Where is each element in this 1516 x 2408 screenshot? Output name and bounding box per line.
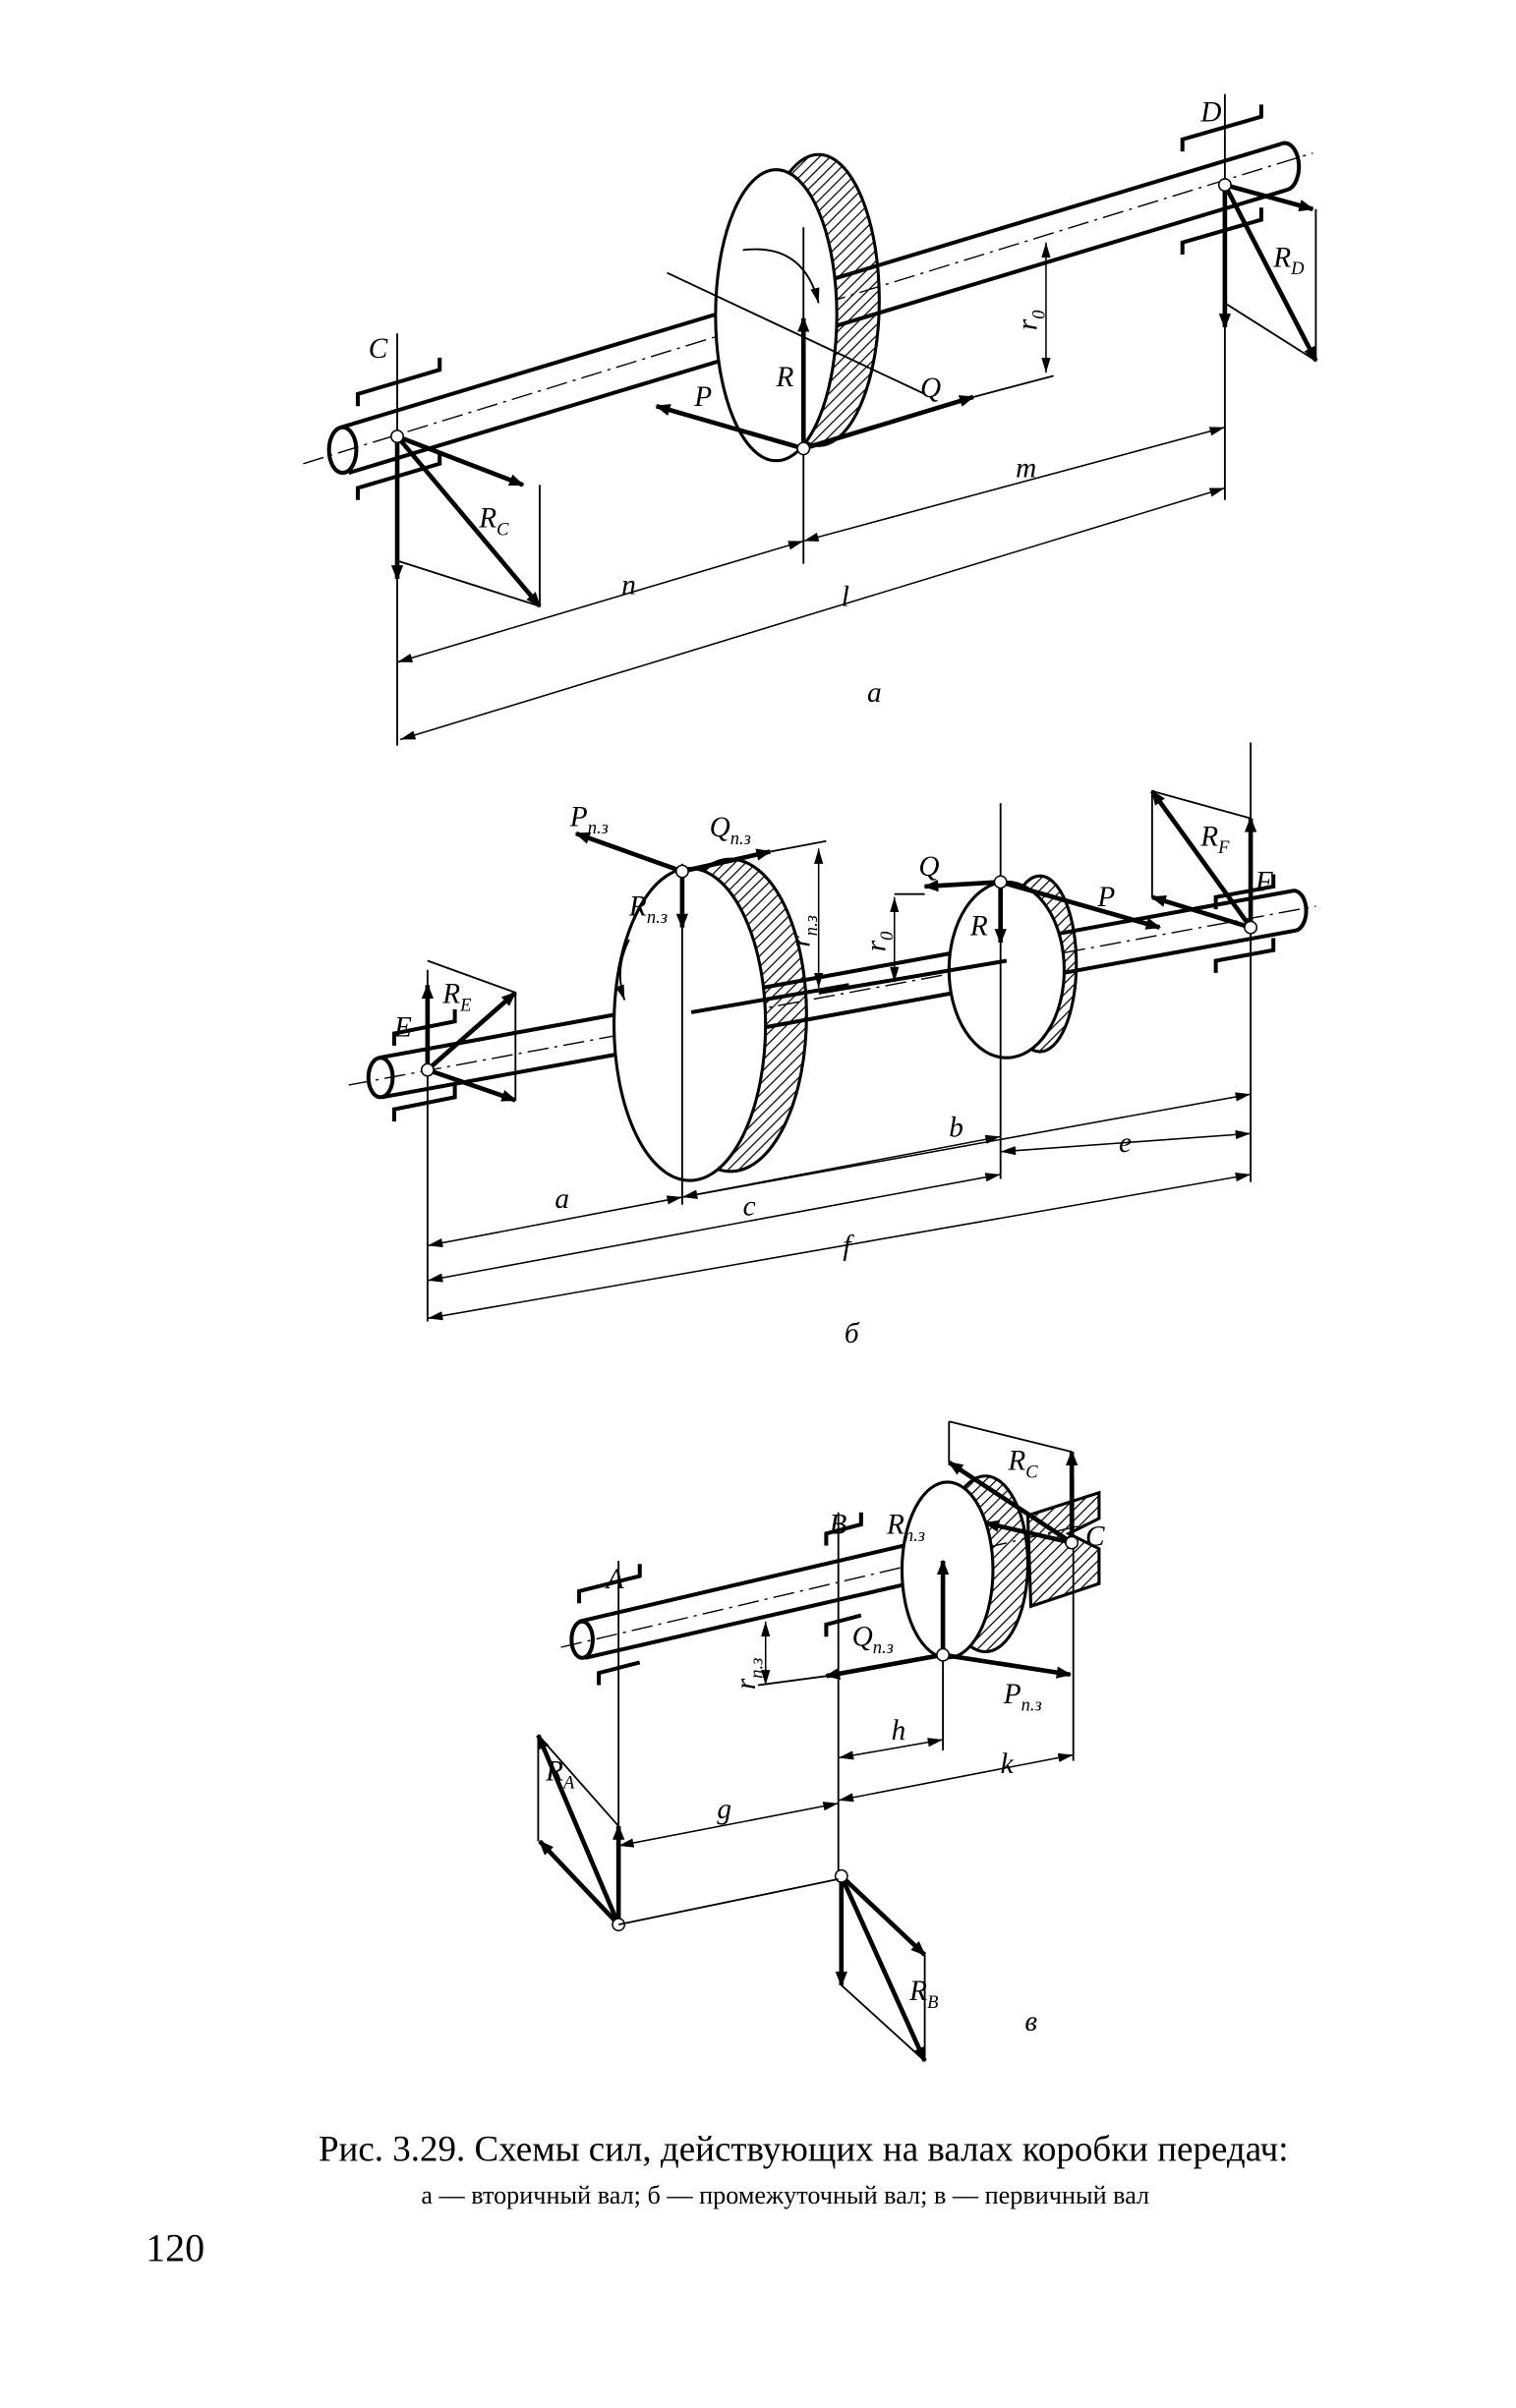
- label-n: n: [621, 569, 636, 601]
- figure-v-primary-shaft: A B C RA RB RC Rп.з Qп.з Pп.з rп.з g h k…: [536, 1420, 1105, 2063]
- label-ra: RA: [545, 1756, 575, 1794]
- figure-legend: а — вторичный вал; б — промежуточный вал…: [421, 2181, 1149, 2209]
- label-q-pz: Qп.з: [852, 1621, 894, 1658]
- label-rf: RF: [1199, 821, 1230, 858]
- label-r: R: [776, 362, 794, 393]
- label-p-pz: Pп.з: [1003, 1679, 1042, 1716]
- label-r-pz: Rп.з: [886, 1509, 925, 1546]
- label-c: C: [369, 333, 388, 365]
- panel-label-v: в: [1024, 2006, 1037, 2037]
- figure-a-secondary-shaft: C D RC RD R P Q r0 n l m а: [303, 93, 1318, 746]
- label-d: D: [1199, 96, 1221, 128]
- panel-label-a: а: [867, 677, 882, 709]
- label-m: m: [1016, 453, 1036, 485]
- label-c: c: [743, 1191, 756, 1223]
- label-q-pz: Qп.з: [710, 812, 751, 849]
- figure-b-intermediate-shaft: E RE F RF Pп.з Qп.з Rп.з rп.з r0 Q R P a…: [348, 742, 1316, 1349]
- label-f-dim: f: [843, 1231, 854, 1262]
- label-r: R: [969, 910, 988, 942]
- label-r-pz-radius: rп.з: [730, 1658, 768, 1691]
- label-a: a: [554, 1183, 569, 1215]
- label-rd: RD: [1272, 242, 1305, 279]
- label-r-pz-radius: rп.з: [785, 915, 822, 946]
- panel-label-b: б: [845, 1318, 860, 1349]
- label-r-pz: Rп.з: [628, 890, 668, 928]
- label-a: A: [605, 1564, 624, 1595]
- figure-caption: Рис. 3.29. Схемы сил, действующих на вал…: [319, 2130, 1289, 2170]
- label-r0: r0: [1013, 310, 1050, 330]
- label-l: l: [842, 582, 849, 613]
- label-g: g: [717, 1794, 731, 1825]
- label-q: Q: [918, 851, 939, 883]
- label-h: h: [892, 1715, 906, 1747]
- label-e-dim: e: [1119, 1127, 1132, 1159]
- label-p: P: [693, 381, 712, 413]
- label-b: B: [829, 1509, 846, 1540]
- label-e: E: [393, 1012, 412, 1044]
- label-p-pz: Pп.з: [569, 801, 609, 838]
- label-k: k: [1001, 1749, 1015, 1780]
- label-q: Q: [920, 373, 941, 404]
- label-c: C: [1085, 1521, 1105, 1553]
- label-re: RE: [441, 979, 471, 1016]
- label-p: P: [1096, 882, 1115, 913]
- label-f: F: [1254, 867, 1274, 898]
- label-rb: RB: [908, 1976, 938, 2013]
- label-rc: RC: [1007, 1446, 1038, 1483]
- page-number: 120: [146, 2225, 204, 2269]
- label-rc: RC: [478, 503, 509, 541]
- label-b: b: [949, 1112, 963, 1143]
- label-r0: r0: [861, 931, 899, 951]
